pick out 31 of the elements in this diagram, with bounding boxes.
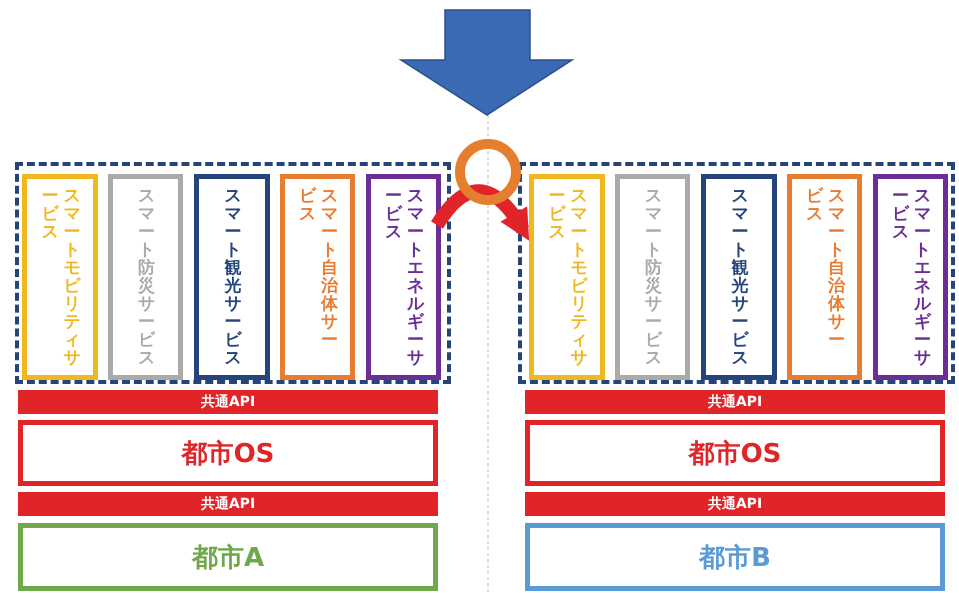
- api-bar: 共通API: [525, 390, 945, 414]
- service-label: スマートエネルギーサービス: [384, 187, 424, 367]
- service-label: スマートエネルギーサービス: [891, 187, 931, 367]
- service-box: [615, 174, 690, 380]
- service-box: [701, 174, 777, 380]
- service-label: スマート自治体サービス: [298, 187, 338, 352]
- service-box: [366, 174, 441, 380]
- service-label: スマート防災サービス: [644, 187, 662, 367]
- service-label: スマート観光サービス: [730, 187, 748, 367]
- service-box: [280, 174, 355, 380]
- city-box: 都市B: [525, 523, 945, 591]
- os-box: 都市OS: [525, 420, 945, 486]
- os-box: 都市OS: [18, 420, 438, 486]
- service-box: [873, 174, 948, 380]
- api-bar: 共通API: [525, 492, 945, 516]
- api-bar: 共通API: [18, 390, 438, 414]
- dashed-frame: [518, 162, 955, 384]
- dashed-frame: [15, 162, 451, 384]
- service-box: [529, 174, 605, 380]
- service-box: [787, 174, 862, 380]
- service-label: スマート防災サービス: [136, 187, 155, 367]
- service-label: スマート観光サービス: [223, 187, 242, 367]
- city-box: 都市A: [18, 523, 438, 591]
- service-box: [22, 174, 98, 380]
- service-box: [194, 174, 270, 380]
- service-label: スマート自治体サービス: [805, 187, 845, 352]
- curved-arrow: [431, 184, 530, 240]
- service-label: スマートモビリティサービス: [548, 187, 588, 367]
- service-label: スマートモビリティサービス: [40, 187, 80, 367]
- service-box: [108, 174, 183, 380]
- api-bar: 共通API: [18, 492, 438, 516]
